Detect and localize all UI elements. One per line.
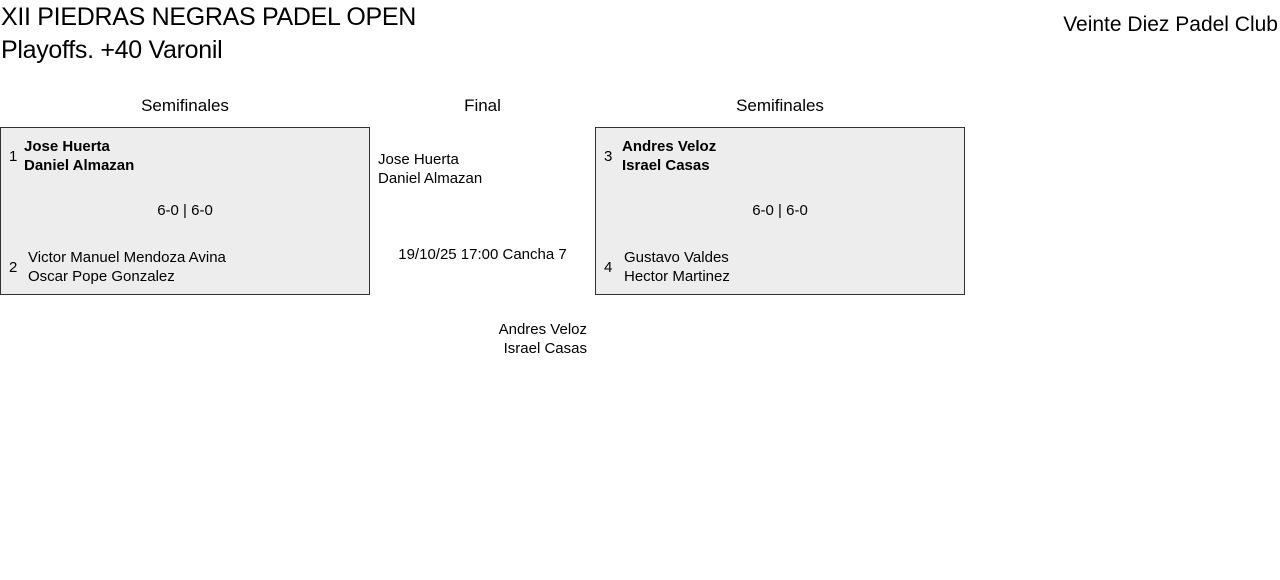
- player: Oscar Pope Gonzalez: [28, 268, 175, 285]
- tournament-title: XII PIEDRAS NEGRAS PADEL OPEN Playoffs. +…: [1, 1, 416, 67]
- player: Andres Veloz: [498, 321, 587, 338]
- column-header-semis-left: Semifinales: [141, 96, 229, 115]
- player: Jose Huerta: [24, 138, 110, 155]
- seed: 1: [9, 148, 18, 165]
- column-header-semis-right: Semifinales: [736, 96, 824, 115]
- player: Hector Martinez: [624, 268, 730, 285]
- match-score: 6-0 | 6-0: [157, 202, 213, 219]
- player: Jose Huerta: [378, 151, 459, 168]
- player: Andres Veloz: [622, 138, 717, 155]
- title: XII PIEDRAS NEGRAS PADEL OPEN: [1, 3, 417, 31]
- subtitle: Playoffs. +40 Varonil: [1, 36, 223, 64]
- column-header-final: Final: [464, 96, 501, 115]
- player: Daniel Almazan: [24, 157, 135, 174]
- seed: 2: [9, 259, 18, 276]
- seed: 3: [604, 148, 613, 165]
- seed: 4: [604, 259, 613, 276]
- club-name: Veinte Diez Padel Club: [1063, 13, 1278, 36]
- player: Israel Casas: [622, 157, 710, 174]
- player: Israel Casas: [503, 340, 587, 357]
- player: Victor Manuel Mendoza Avina: [28, 249, 226, 266]
- match-score: 6-0 | 6-0: [752, 202, 808, 219]
- player: Gustavo Valdes: [624, 249, 729, 266]
- final-schedule: 19/10/25 17:00 Cancha 7: [398, 246, 567, 263]
- player: Daniel Almazan: [378, 170, 483, 187]
